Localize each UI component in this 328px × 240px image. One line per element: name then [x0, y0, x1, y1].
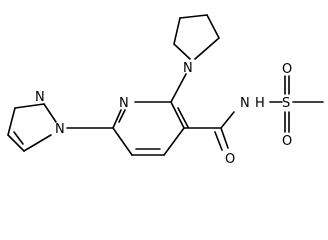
pyrazole-ring: [7, 103, 57, 152]
bond: [43, 103, 57, 123]
atom-label-s-sulfonyl: S: [282, 96, 290, 111]
amide-group: [183, 111, 235, 151]
bond: [7, 134, 25, 152]
atom-label-n-pyridine: N: [119, 96, 129, 111]
bond: [220, 127, 229, 149]
bond: [14, 103, 45, 109]
bond: [13, 131, 24, 145]
pyridine-ring: [112, 101, 189, 156]
atom-label-o-carbonyl: O: [225, 152, 235, 167]
structure-diagram: N N N N O N H S O O: [7, 14, 324, 167]
atom-label-n-pyrazole-2: N: [35, 90, 45, 105]
bond: [170, 73, 187, 103]
bond: [173, 43, 191, 60]
bond: [177, 107, 189, 128]
bond: [214, 131, 223, 151]
atom-label-o-sulfonyl-1: O: [282, 62, 292, 77]
atom-label-n-pyrazole-1: N: [55, 122, 65, 137]
pyrrolidine-ring: [173, 14, 220, 60]
sulfonyl-group: [269, 75, 324, 133]
bond: [112, 127, 133, 156]
bond: [112, 109, 122, 129]
bond: [170, 101, 185, 129]
atom-label-n-pyrrolidine: N: [183, 61, 193, 76]
atom-label-n-amide: N: [240, 96, 250, 111]
atom-label-h-amide: H: [255, 96, 265, 111]
bond: [7, 107, 16, 136]
molecule-drawing: N N N N O N H S O O: [7, 14, 324, 167]
bond: [173, 17, 181, 45]
atom-label-o-sulfonyl-2: O: [282, 134, 292, 149]
bond: [163, 127, 185, 156]
bond: [220, 111, 235, 129]
bond: [23, 134, 52, 152]
bond: [179, 14, 208, 19]
bond: [194, 37, 220, 60]
bond: [206, 14, 220, 39]
bond: [118, 109, 126, 123]
